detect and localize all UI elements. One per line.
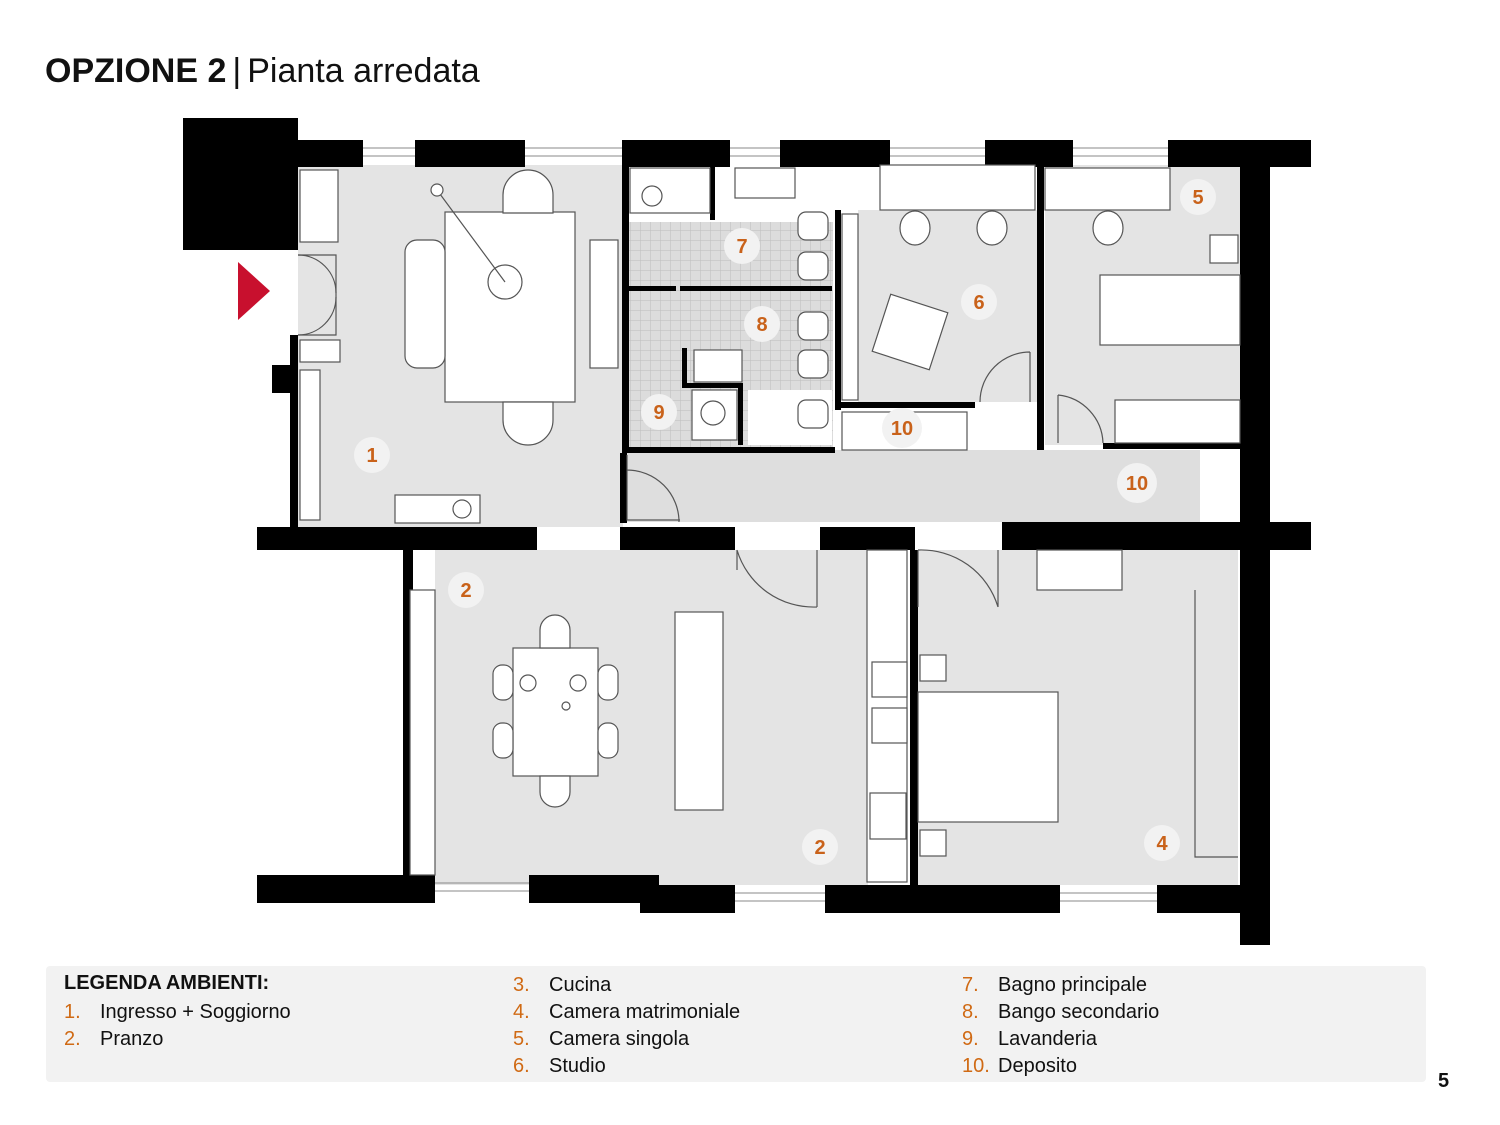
title-separator: | (232, 52, 242, 90)
legend-item: 10. Deposito (962, 1053, 1159, 1080)
legend-column-2: 3. Cucina 4. Camera matrimoniale 5. Camera … (513, 972, 740, 1080)
legend-item-label: Camera singola (549, 1028, 690, 1050)
legend-item-label: Bagno principale (998, 974, 1147, 996)
room-label: 10 (1126, 473, 1148, 495)
room-numbers: 1 2 2 4 5 6 7 8 9 10 10 (366, 187, 1203, 859)
legend-item: 9. Lavanderia (962, 1026, 1159, 1053)
floor-plan: 1 2 2 4 5 6 7 8 9 10 10 (183, 118, 1311, 945)
furniture (299, 164, 1241, 883)
legend-column-3: 7. Bagno principale 8. Bango secondario 9.… (962, 972, 1159, 1080)
legend: LEGENDA AMBIENTI: 1. Ingresso + Soggiorno… (46, 966, 1426, 1082)
room-label: 7 (736, 236, 747, 258)
legend-item-label: Bango secondario (998, 1001, 1160, 1023)
legend-item-number: 7. (962, 974, 979, 996)
walls (183, 118, 1311, 945)
windows (363, 147, 1168, 902)
legend-item-number: 8. (962, 1001, 979, 1023)
legend-title: LEGENDA AMBIENTI: (64, 972, 270, 994)
title-option: OPZIONE 2 (45, 52, 227, 90)
entrance-marker-icon (238, 262, 270, 320)
title-subtitle: Pianta arredata (247, 52, 480, 90)
legend-item-number: 10. (962, 1055, 990, 1077)
legend-item: 8. Bango secondario (962, 999, 1159, 1026)
room-label: 4 (1156, 833, 1168, 855)
room-label: 5 (1192, 187, 1203, 209)
legend-item-label: Lavanderia (998, 1028, 1097, 1050)
legend-item: 5. Camera singola (513, 1026, 740, 1053)
legend-item: 6. Studio (513, 1053, 740, 1080)
legend-item-label: Cucina (549, 974, 612, 996)
legend-item-number: 5. (513, 1028, 530, 1050)
page-number: 5 (1438, 1070, 1450, 1092)
legend-item: 3. Cucina (513, 972, 740, 999)
legend-column-1: 1. Ingresso + Soggiorno 2. Pranzo (64, 999, 291, 1053)
room-badges (354, 179, 1216, 865)
legend-item-number: 6. (513, 1055, 530, 1077)
legend-item-label: Camera matrimoniale (549, 1001, 741, 1023)
legend-item-label: Pranzo (100, 1028, 164, 1050)
doors (297, 254, 1104, 608)
room-label: 9 (653, 402, 664, 424)
legend-item: 4. Camera matrimoniale (513, 999, 740, 1026)
legend-item: 7. Bagno principale (962, 972, 1159, 999)
legend-item-number: 2. (64, 1028, 81, 1050)
room-label: 8 (756, 314, 767, 336)
room-label: 1 (366, 445, 377, 467)
legend-item-number: 3. (513, 974, 530, 996)
legend-item-label: Studio (549, 1055, 606, 1077)
legend-item: 1. Ingresso + Soggiorno (64, 999, 291, 1026)
legend-item-number: 1. (64, 1001, 81, 1023)
page-title: OPZIONE 2|Pianta arredata (45, 52, 480, 91)
legend-item-label: Ingresso + Soggiorno (100, 1001, 291, 1023)
legend-item-label: Deposito (998, 1055, 1077, 1077)
room-label: 2 (814, 837, 825, 859)
floor-areas (298, 165, 1240, 885)
room-label: 6 (973, 292, 984, 314)
room-label: 2 (460, 580, 471, 602)
legend-item: 2. Pranzo (64, 1026, 291, 1053)
room-label: 10 (891, 418, 913, 440)
legend-item-number: 4. (513, 1001, 530, 1023)
legend-item-number: 9. (962, 1028, 979, 1050)
